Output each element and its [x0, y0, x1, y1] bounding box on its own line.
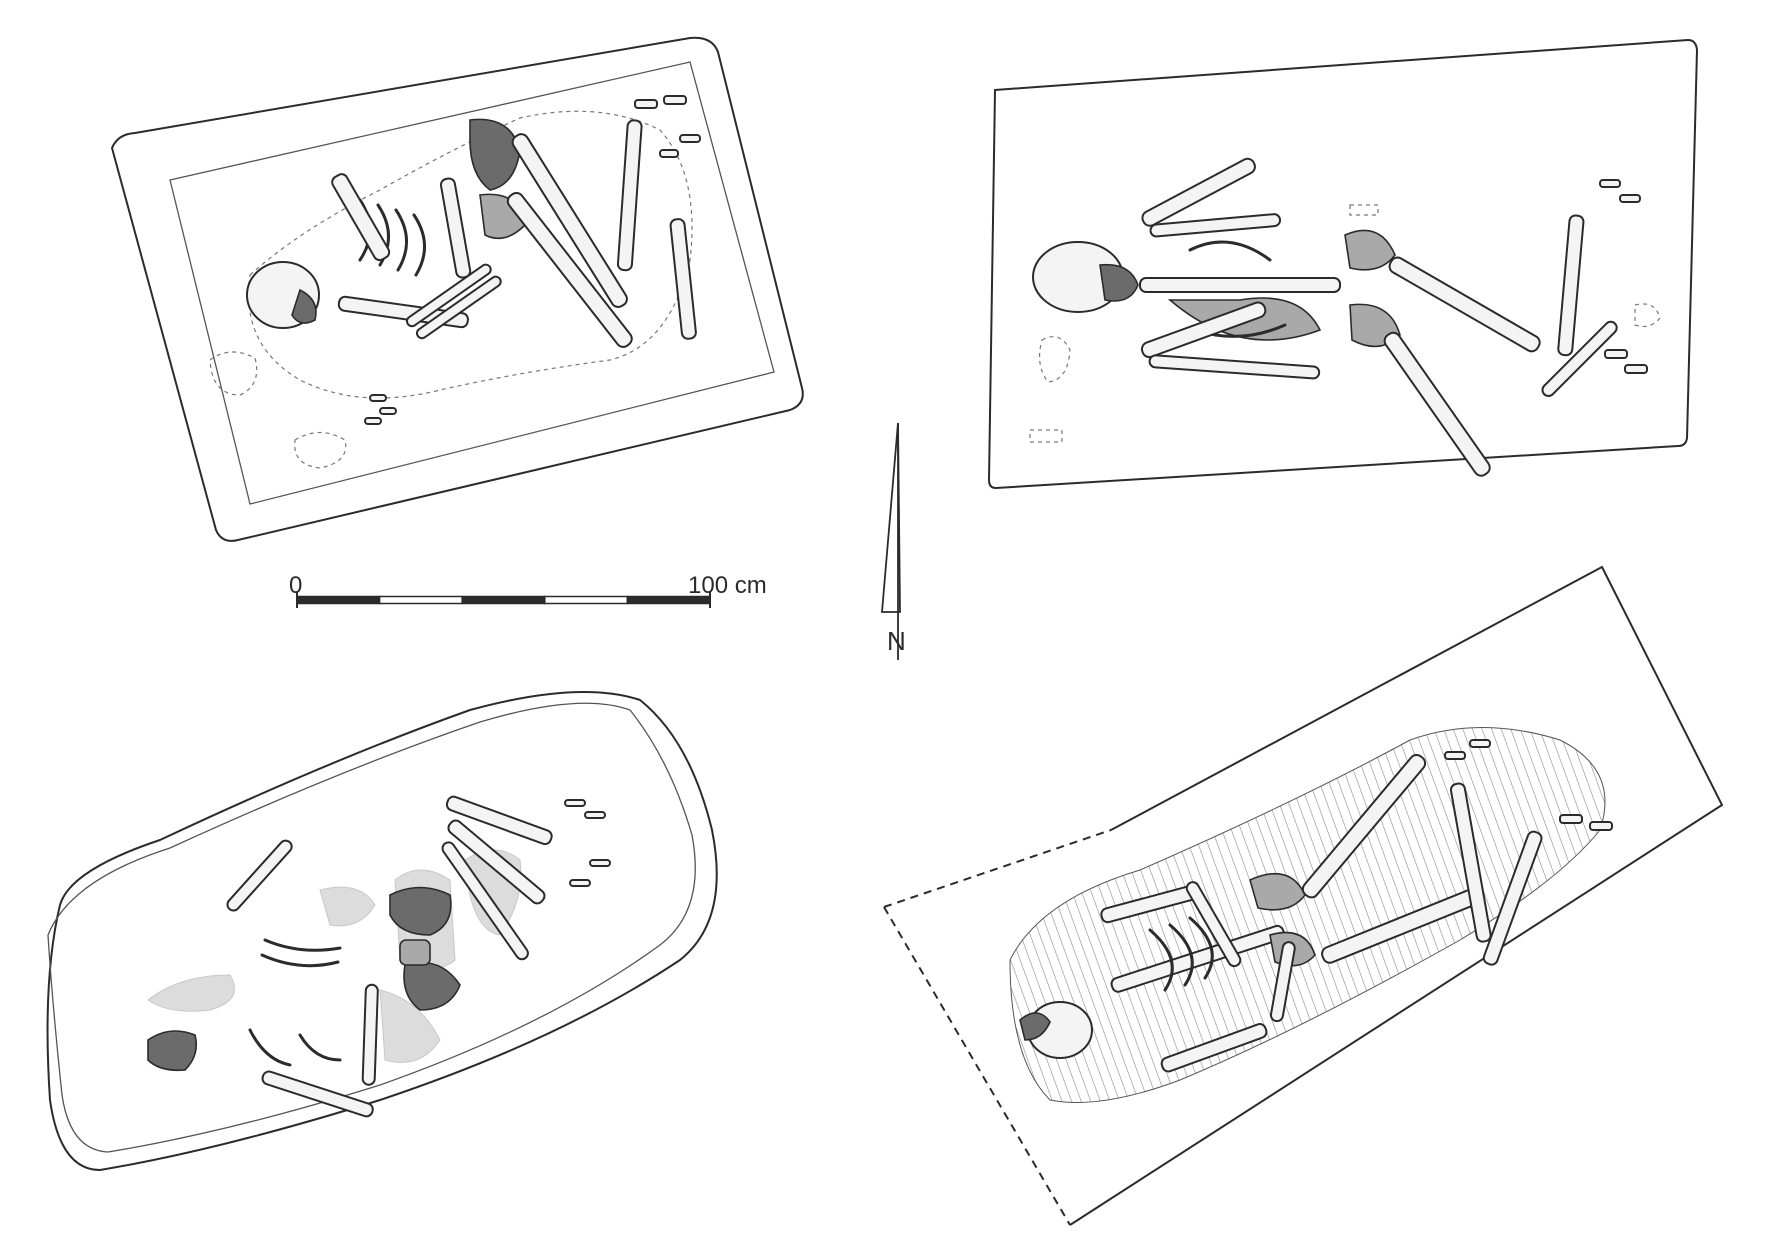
- radius: [1148, 354, 1321, 380]
- tibia: [616, 119, 643, 272]
- femur: [1383, 331, 1491, 477]
- femur: [447, 819, 546, 905]
- north-arrow-label: N: [887, 626, 906, 656]
- spine: [331, 173, 391, 262]
- grave-pit-outline-dashed: [883, 829, 1112, 908]
- scale-bar-segment: [378, 595, 463, 605]
- rib: [1148, 928, 1174, 992]
- soil-stain: [294, 431, 347, 469]
- grave-pit-outline-dashed: [883, 906, 1071, 1226]
- radius: [1185, 881, 1242, 968]
- grave-bottom-left: [46, 691, 718, 1172]
- grave-pit-outline: [1069, 565, 1724, 1226]
- grave-top-right: [987, 38, 1699, 490]
- tibia: [1541, 320, 1618, 398]
- femur: [1388, 256, 1541, 353]
- pelvis: [469, 118, 521, 191]
- skull-fragment: [147, 1030, 198, 1072]
- rib: [263, 938, 342, 952]
- pelvis: [1344, 229, 1396, 271]
- soil-stain: [1349, 204, 1379, 216]
- spine: [1110, 924, 1285, 993]
- soil-stain: [1029, 429, 1063, 443]
- foot-bones: [1444, 739, 1613, 831]
- scale-bar-segment: [626, 595, 711, 605]
- scale-bar-end-label: 100 cm: [688, 572, 767, 599]
- humerus: [361, 983, 379, 1086]
- skull-face: [1099, 263, 1139, 302]
- humerus: [1140, 301, 1267, 359]
- radius: [226, 839, 293, 912]
- rib: [1188, 916, 1214, 980]
- radius: [1149, 213, 1282, 238]
- soil-stain: [209, 351, 258, 396]
- femur: [506, 191, 633, 348]
- soil-stain: [379, 989, 441, 1063]
- grave-fill-contour: [248, 110, 693, 399]
- tibia: [669, 218, 697, 340]
- pelvis: [389, 886, 452, 936]
- radius: [405, 263, 492, 328]
- spine: [1139, 277, 1341, 293]
- rib: [1168, 923, 1194, 987]
- soil-stain: [1038, 336, 1071, 383]
- hatched-grave-fill: [1009, 727, 1606, 1103]
- tibia: [1557, 214, 1585, 357]
- femur: [511, 133, 628, 308]
- rib: [394, 208, 408, 272]
- scale-bar-segment: [461, 595, 546, 605]
- scale-bar-start-label: 0: [289, 572, 303, 599]
- femur: [1301, 753, 1427, 899]
- rib: [248, 1028, 292, 1067]
- scale-bar-segment: [296, 595, 381, 605]
- humerus: [1141, 157, 1256, 227]
- foot-bones: [1599, 179, 1648, 374]
- grave-top-left: [110, 36, 804, 542]
- rib: [412, 213, 426, 277]
- soil-stain: [319, 886, 376, 927]
- north-arrow-wedge: [881, 422, 901, 613]
- grave-pit-inner-outline: [47, 702, 696, 1153]
- scale-bar-segment: [544, 595, 629, 605]
- skeleton: [147, 795, 611, 1118]
- skeleton: [246, 95, 701, 425]
- tibia: [441, 841, 529, 961]
- skeleton: [1032, 157, 1648, 477]
- tibia: [1449, 782, 1492, 943]
- grave-pit-inner-outline: [169, 61, 775, 505]
- grave-pit-outline: [110, 36, 804, 542]
- ulna: [415, 275, 502, 340]
- radius: [1269, 941, 1296, 1023]
- grave-pit-outline: [46, 691, 718, 1172]
- grave-pit-outline: [987, 38, 1699, 490]
- humerus: [439, 177, 472, 279]
- scale-bar: [296, 592, 711, 608]
- femur: [445, 795, 553, 846]
- hand-bones: [364, 394, 397, 425]
- tibia: [1482, 830, 1543, 966]
- foot-bones: [634, 95, 701, 158]
- skull-face: [291, 288, 317, 324]
- north-arrow: [881, 422, 901, 660]
- pelvis: [403, 961, 461, 1011]
- rib: [260, 953, 340, 968]
- grave-bottom-right: [883, 565, 1724, 1226]
- sacrum: [399, 939, 431, 966]
- skull-face: [1019, 1012, 1051, 1041]
- soil-stain: [147, 974, 235, 1012]
- humerus: [261, 1070, 374, 1118]
- rib: [1188, 240, 1272, 262]
- hand-bones: [564, 799, 611, 887]
- soil-stain: [1634, 303, 1661, 328]
- humerus: [1160, 1023, 1268, 1073]
- rib: [298, 1033, 342, 1062]
- skeleton: [1019, 739, 1613, 1073]
